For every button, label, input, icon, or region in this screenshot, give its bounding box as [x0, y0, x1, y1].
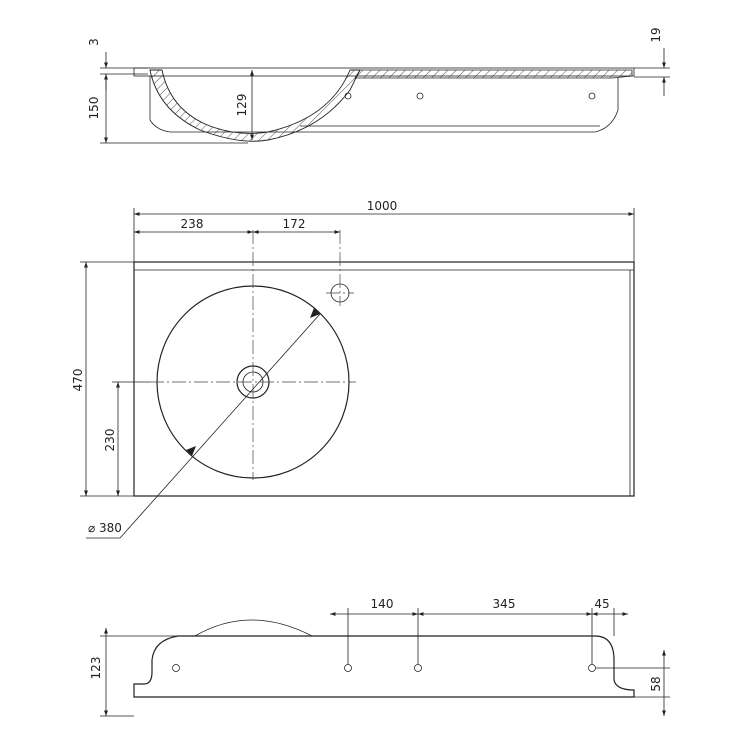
lip-dim-label: 3: [87, 38, 101, 46]
mount-hole-2: [416, 92, 424, 100]
bowl-offset-dim-label: 238: [181, 217, 204, 231]
bowl-dome: [194, 619, 313, 637]
dim-label-345: 345: [493, 597, 516, 611]
diameter-arrow-2: [310, 308, 320, 318]
mount-hole-3: [588, 92, 596, 100]
diameter-dim-label: ⌀ 380: [88, 521, 122, 535]
width-dim-label: 1000: [367, 199, 398, 213]
cabinet-underside: [149, 76, 619, 133]
diameter-arrow: [186, 446, 196, 456]
hole-height-dim-label: 58: [649, 676, 663, 691]
front-hole-1: [172, 664, 180, 672]
front-hole-2: [344, 664, 352, 672]
front-view: 140 345 45 123 58: [89, 597, 670, 717]
depth-dim-label: 470: [71, 369, 85, 392]
bowl-center-dim-label: 230: [103, 429, 117, 452]
bowl-depth-label: 129: [235, 94, 249, 117]
dim-label-45: 45: [594, 597, 609, 611]
front-body-outline: [133, 635, 635, 698]
front-height-dim-label: 123: [89, 657, 103, 680]
front-hole-4: [588, 664, 596, 672]
right-edge-dim-label: 19: [649, 27, 663, 42]
mount-hole-1: [344, 92, 352, 100]
plan-view: 1000 238 172 470 230 ⌀ 380: [71, 199, 635, 539]
diameter-leader: [119, 313, 321, 539]
countertop-hatch: [354, 69, 633, 79]
height-dim-label: 150: [87, 97, 101, 120]
section-view: 129 3 150 19: [87, 27, 670, 144]
countertop-outline: [133, 261, 635, 497]
dim-label-140: 140: [371, 597, 394, 611]
front-hole-3: [414, 664, 422, 672]
bowl-section: [149, 69, 361, 142]
tap-offset-dim-label: 172: [283, 217, 306, 231]
